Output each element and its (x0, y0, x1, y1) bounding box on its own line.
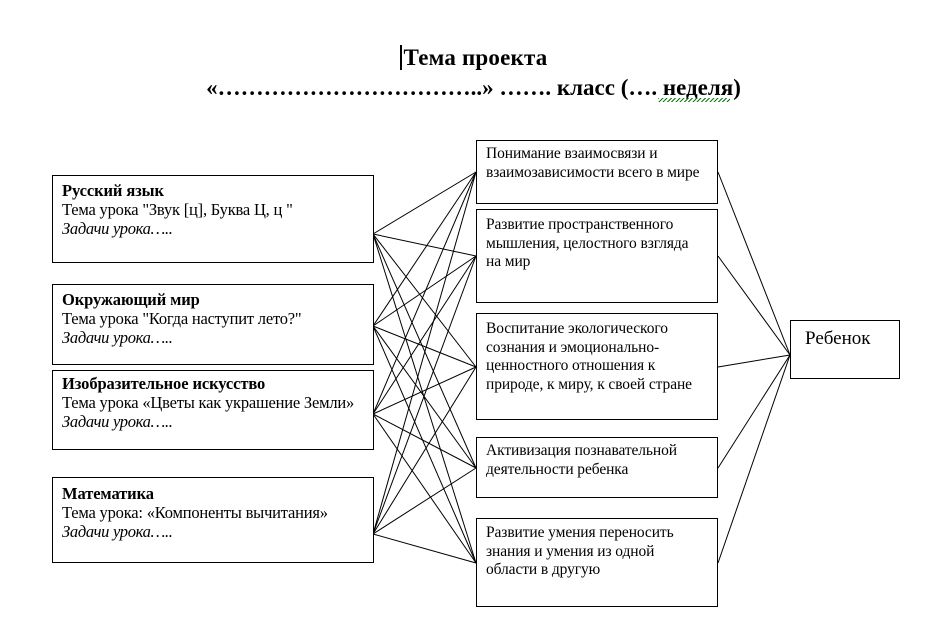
edge-goal-to-result (717, 171, 791, 356)
edge-subject-to-goal (372, 325, 477, 469)
goal-box-knowledge-transfer[interactable]: Развитие умения переносить знания и умен… (476, 518, 718, 607)
subject-tasks: Задачи урока….. (62, 328, 173, 347)
diagram-title: Тема проекта «……………………………..» ……. класс (… (0, 44, 947, 104)
edge-goal-to-result (717, 354, 791, 564)
subject-topic: Тема урока: «Компоненты вычитания» (62, 503, 328, 522)
goal-box-spatial-thinking[interactable]: Развитие пространственного мышления, цел… (476, 209, 718, 303)
edge-subject-to-goal (372, 171, 477, 535)
subject-name: Русский язык (62, 181, 164, 200)
subject-name: Окружающий мир (62, 290, 200, 309)
title-line-1-text: Тема проекта (403, 45, 548, 70)
edge-goal-to-result (717, 354, 791, 368)
subject-tasks: Задачи урока….. (62, 522, 173, 541)
edge-subject-to-goal (372, 533, 477, 564)
edge-subject-to-goal (372, 255, 477, 415)
edge-subject-to-goal (372, 325, 477, 564)
text-caret-icon (399, 45, 402, 70)
subject-name: Математика (62, 484, 154, 503)
goal-text: Активизация познавательной деятельности … (486, 442, 677, 478)
subject-topic: Тема урока "Когда наступит лето?" (62, 309, 302, 328)
edge-subject-to-goal (372, 366, 477, 415)
grammar-squiggle-icon (658, 98, 731, 102)
edge-subject-to-goal (372, 233, 477, 368)
subject-box-world-around[interactable]: Окружающий мир Тема урока "Когда наступи… (52, 284, 374, 365)
edge-subject-to-goal (372, 171, 477, 415)
edge-subject-to-goal (372, 413, 477, 564)
goal-text: Понимание взаимосвязи и взаимозависимост… (486, 145, 700, 181)
edge-subject-to-goal (372, 171, 477, 235)
edge-subject-to-goal (372, 366, 477, 535)
goal-text: Развитие пространственного мышления, цел… (486, 216, 689, 270)
edge-subject-to-goal (372, 233, 477, 564)
edge-subject-to-goal (372, 255, 477, 327)
title-line-2: «……………………………..» ……. класс (…. неделя) (206, 72, 741, 104)
subject-name: Изобразительное искусство (62, 374, 266, 393)
goal-box-interconnection[interactable]: Понимание взаимосвязи и взаимозависимост… (476, 140, 718, 204)
subject-tasks: Задачи урока….. (62, 219, 173, 238)
goal-box-cognitive-activation[interactable]: Активизация познавательной деятельности … (476, 437, 718, 498)
edge-goal-to-result (717, 354, 791, 469)
edge-subject-to-goal (372, 413, 477, 469)
edge-subject-to-goal (372, 467, 477, 535)
edge-subject-to-goal (372, 255, 477, 535)
result-label: Ребенок (805, 328, 871, 349)
edge-subject-to-goal (372, 325, 477, 368)
subject-box-russian[interactable]: Русский язык Тема урока "Звук [ц], Буква… (52, 175, 374, 263)
subject-topic: Тема урока "Звук [ц], Буква Ц, ц " (62, 200, 293, 219)
goal-text: Развитие умения переносить знания и умен… (486, 524, 674, 578)
result-box-child[interactable]: Ребенок (790, 320, 900, 379)
edge-goal-to-result (717, 255, 791, 356)
subject-tasks: Задачи урока….. (62, 412, 173, 431)
edge-subject-to-goal (372, 233, 477, 257)
title-line-2-text: «……………………………..» ……. класс (…. неделя) (206, 75, 741, 100)
goal-text: Воспитание экологического сознания и эмо… (486, 320, 692, 393)
subject-box-mathematics[interactable]: Математика Тема урока: «Компоненты вычит… (52, 477, 374, 563)
subject-box-fine-arts[interactable]: Изобразительное искусство Тема урока «Цв… (52, 370, 374, 450)
edge-subject-to-goal (372, 233, 477, 469)
goal-box-ecological-awareness[interactable]: Воспитание экологического сознания и эмо… (476, 313, 718, 420)
edge-subject-to-goal (372, 171, 477, 327)
subject-topic: Тема урока «Цветы как украшение Земли» (62, 393, 355, 412)
title-line-1: Тема проекта (399, 44, 548, 72)
